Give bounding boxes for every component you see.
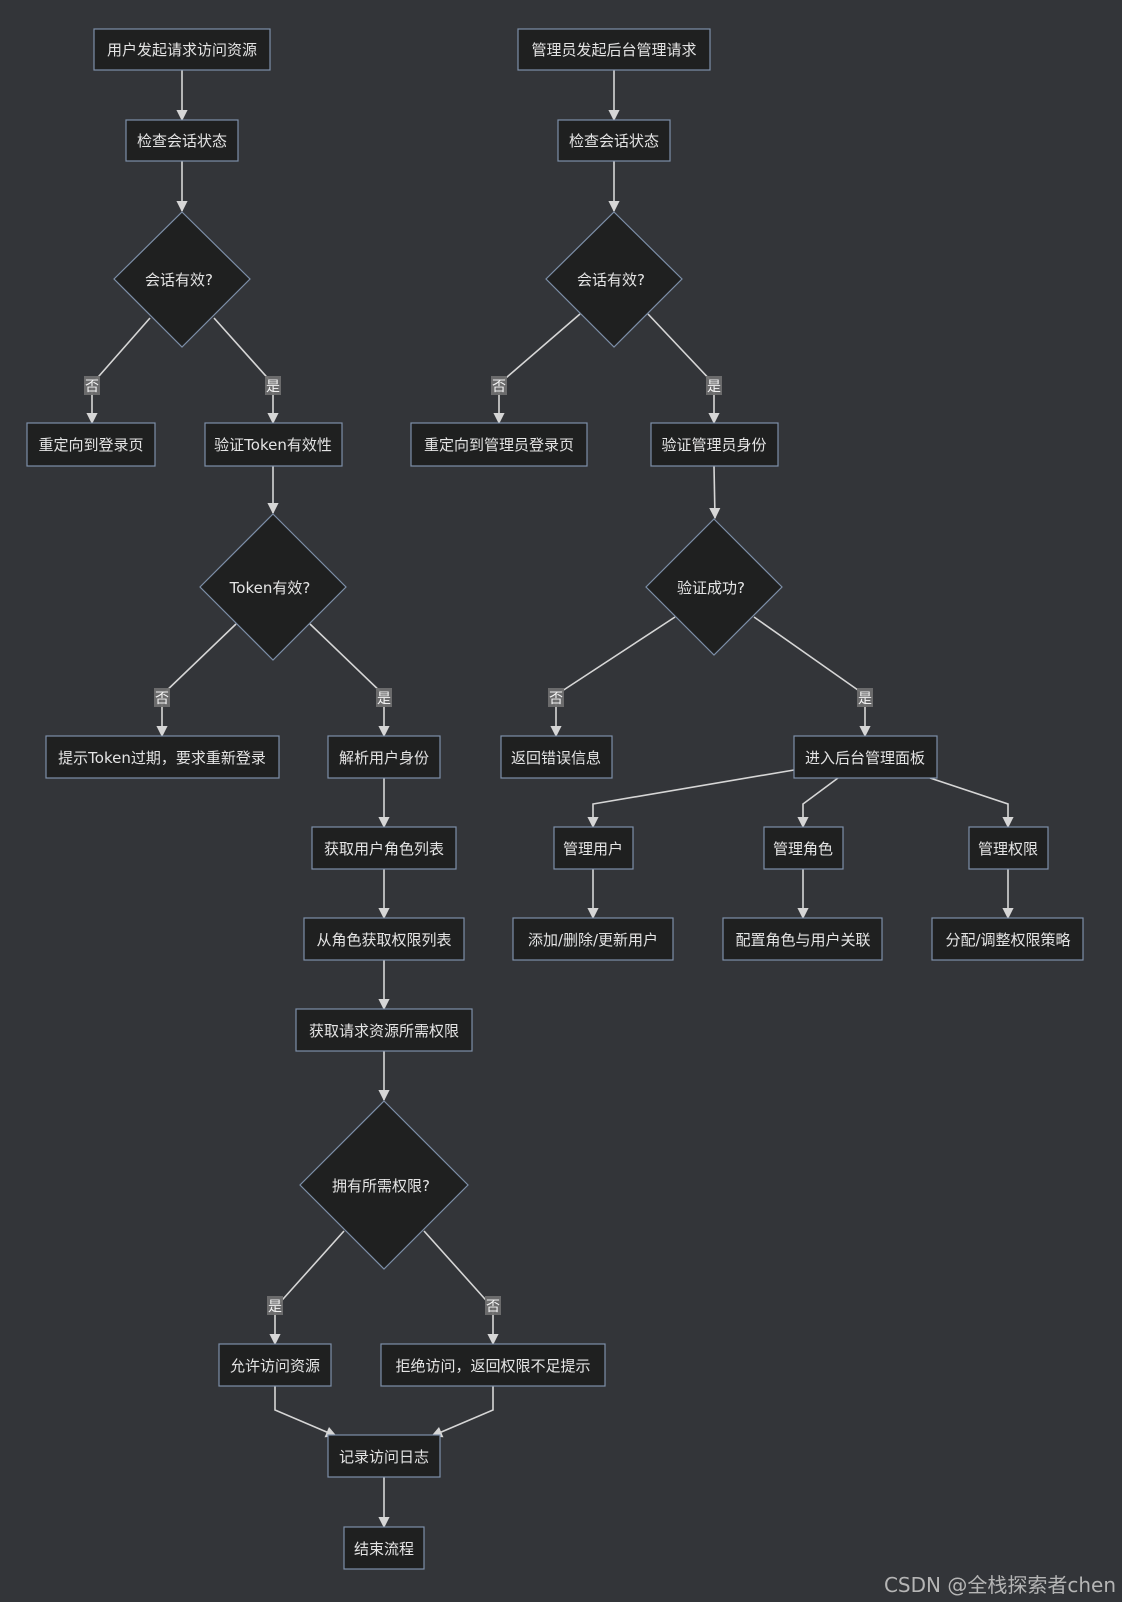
svg-text:解析用户身份: 解析用户身份 (339, 749, 429, 767)
decision-user-session-valid: 会话有效? (113, 211, 251, 348)
edge-no (156, 623, 237, 738)
edge-no (423, 1230, 499, 1346)
svg-text:管理员发起后台管理请求: 管理员发起后台管理请求 (531, 41, 696, 59)
svg-text:拒绝访问，返回权限不足提示: 拒绝访问，返回权限不足提示 (395, 1357, 590, 1375)
edge-yes (309, 623, 390, 738)
svg-text:结束流程: 结束流程 (354, 1540, 414, 1558)
node-admin-start: 管理员发起后台管理请求 (517, 28, 711, 71)
svg-text:配置角色与用户关联: 配置角色与用户关联 (735, 931, 870, 949)
decision-admin-session-valid: 会话有效? (545, 211, 683, 348)
watermark: CSDN @全栈探索者chen (883, 1573, 1116, 1597)
svg-text:是: 是 (707, 379, 721, 395)
node-user-log: 记录访问日志 (327, 1434, 441, 1478)
svg-text:否: 否 (155, 691, 169, 707)
edge-no (493, 313, 581, 425)
node-admin-error: 返回错误信息 (500, 735, 613, 779)
node-admin-manage-users: 管理用户 (553, 826, 634, 870)
svg-text:返回错误信息: 返回错误信息 (511, 749, 601, 767)
node-user-get-required: 获取请求资源所需权限 (295, 1008, 473, 1052)
svg-text:记录访问日志: 记录访问日志 (339, 1448, 429, 1466)
svg-text:进入后台管理面板: 进入后台管理面板 (805, 749, 925, 767)
node-admin-add-users: 添加/删除/更新用户 (512, 917, 674, 961)
svg-text:重定向到管理员登录页: 重定向到管理员登录页 (424, 436, 574, 454)
edge (274, 1386, 338, 1438)
edge (587, 769, 795, 829)
edge-label-yes: 是 (376, 688, 392, 707)
edge (929, 777, 1014, 829)
node-user-allow: 允许访问资源 (218, 1343, 332, 1387)
svg-text:否: 否 (492, 379, 506, 395)
node-user-get-perms: 从角色获取权限列表 (303, 917, 465, 961)
node-user-end: 结束流程 (343, 1526, 425, 1570)
edge-yes (753, 616, 871, 738)
edge-labels: 否 是 否 是 是 否 否 是 否 是 (84, 376, 873, 1315)
node-user-get-roles: 获取用户角色列表 (311, 826, 457, 870)
node-user-parse-identity: 解析用户身份 (327, 735, 441, 779)
edge-no (550, 616, 676, 738)
svg-text:否: 否 (486, 1299, 500, 1315)
svg-text:会话有效?: 会话有效? (145, 271, 213, 289)
edge-label-yes: 是 (265, 376, 281, 395)
edge (430, 1386, 494, 1438)
edge-yes (213, 317, 279, 425)
node-user-start: 用户发起请求访问资源 (93, 28, 271, 71)
node-admin-assign-perms: 分配/调整权限策略 (931, 917, 1084, 961)
node-admin-redirect-login: 重定向到管理员登录页 (410, 422, 588, 467)
svg-text:是: 是 (266, 379, 280, 395)
edge-yes (269, 1230, 345, 1346)
edge (797, 777, 839, 829)
node-user-token-expired: 提示Token过期，要求重新登录 (45, 735, 280, 779)
svg-text:管理角色: 管理角色 (773, 840, 833, 858)
svg-text:获取用户角色列表: 获取用户角色列表 (324, 840, 444, 858)
svg-text:从角色获取权限列表: 从角色获取权限列表 (316, 931, 451, 949)
svg-text:允许访问资源: 允许访问资源 (230, 1357, 320, 1375)
svg-text:验证Token有效性: 验证Token有效性 (214, 436, 332, 454)
svg-text:重定向到登录页: 重定向到登录页 (38, 436, 143, 454)
svg-text:拥有所需权限?: 拥有所需权限? (332, 1177, 430, 1195)
node-admin-verify-identity: 验证管理员身份 (650, 422, 779, 467)
svg-text:检查会话状态: 检查会话状态 (569, 132, 659, 150)
svg-text:是: 是 (268, 1299, 282, 1315)
svg-text:检查会话状态: 检查会话状态 (137, 132, 227, 150)
svg-text:验证成功?: 验证成功? (677, 579, 745, 597)
node-user-deny: 拒绝访问，返回权限不足提示 (380, 1343, 606, 1387)
decision-admin-verify-ok: 验证成功? (645, 518, 783, 656)
svg-text:添加/删除/更新用户: 添加/删除/更新用户 (528, 931, 658, 949)
node-user-verify-token: 验证Token有效性 (204, 422, 343, 467)
edge-label-no: 否 (491, 376, 507, 395)
node-admin-check-session: 检查会话状态 (557, 119, 671, 162)
edge-yes (647, 313, 720, 425)
edge-label-no: 否 (84, 376, 100, 395)
decision-user-has-permission: 拥有所需权限? (299, 1100, 469, 1270)
edge-label-no: 否 (485, 1296, 501, 1315)
svg-text:用户发起请求访问资源: 用户发起请求访问资源 (107, 41, 257, 59)
svg-text:分配/调整权限策略: 分配/调整权限策略 (945, 931, 1070, 949)
node-admin-manage-perms: 管理权限 (968, 826, 1049, 870)
svg-text:验证管理员身份: 验证管理员身份 (661, 436, 766, 454)
node-user-redirect-login: 重定向到登录页 (26, 422, 156, 467)
svg-text:否: 否 (549, 691, 563, 707)
edge-label-yes: 是 (706, 376, 722, 395)
node-admin-panel: 进入后台管理面板 (793, 735, 938, 779)
edge-label-no: 否 (548, 688, 564, 707)
edge-label-yes: 是 (267, 1296, 283, 1315)
decision-user-token-valid: Token有效? (199, 513, 347, 661)
node-admin-config-roles: 配置角色与用户关联 (722, 917, 883, 961)
svg-text:获取请求资源所需权限: 获取请求资源所需权限 (309, 1022, 459, 1040)
svg-text:Token有效?: Token有效? (229, 579, 311, 597)
node-admin-manage-roles: 管理角色 (763, 826, 844, 870)
svg-text:是: 是 (858, 691, 872, 707)
svg-text:管理权限: 管理权限 (978, 840, 1038, 858)
node-user-check-session: 检查会话状态 (125, 119, 239, 162)
svg-text:否: 否 (85, 379, 99, 395)
svg-text:提示Token过期，要求重新登录: 提示Token过期，要求重新登录 (58, 749, 266, 767)
svg-text:会话有效?: 会话有效? (577, 271, 645, 289)
svg-text:管理用户: 管理用户 (563, 840, 623, 858)
svg-text:是: 是 (377, 691, 391, 707)
edge-no (86, 317, 151, 425)
edge (709, 465, 721, 520)
edge-label-no: 否 (154, 688, 170, 707)
edge-label-yes: 是 (857, 688, 873, 707)
